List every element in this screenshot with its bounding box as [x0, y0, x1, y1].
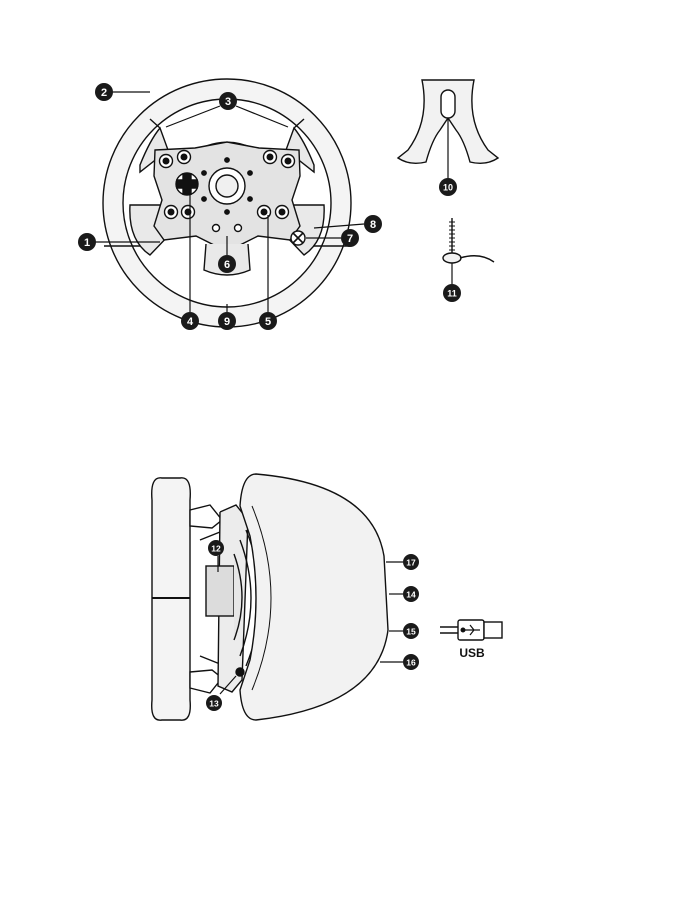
svg-text:11: 11: [447, 289, 457, 299]
svg-text:6: 6: [224, 259, 230, 271]
usb-label: USB: [459, 646, 485, 660]
svg-text:14: 14: [406, 590, 416, 600]
callout-14: 14: [403, 586, 419, 602]
callout-7: 7: [341, 229, 359, 247]
callout-1: 1: [78, 233, 96, 251]
wheel-side-view: [152, 474, 388, 720]
svg-text:4: 4: [187, 316, 194, 328]
callout-11: 11: [443, 284, 461, 302]
usb-connector-icon: [440, 620, 502, 640]
svg-text:2: 2: [101, 87, 107, 99]
svg-text:10: 10: [443, 183, 453, 193]
callout-16: 16: [403, 654, 419, 670]
svg-text:12: 12: [211, 544, 221, 554]
svg-text:8: 8: [370, 219, 376, 231]
svg-text:5: 5: [265, 316, 271, 328]
svg-text:15: 15: [406, 627, 416, 637]
callout-13: 13: [206, 695, 222, 711]
quick-release-hub: [206, 566, 234, 616]
callout-3: 3: [219, 92, 237, 110]
svg-text:3: 3: [225, 96, 231, 108]
svg-text:7: 7: [347, 233, 353, 245]
callout-8: 8: [364, 215, 382, 233]
callout-5: 5: [259, 312, 277, 330]
wheel-rim-side: [152, 478, 191, 720]
d-pad: [176, 173, 198, 195]
wheel-front-view: [103, 79, 351, 327]
base-body: [240, 474, 388, 720]
svg-text:13: 13: [209, 699, 219, 709]
clamp-screw: [443, 218, 494, 284]
table-clamp: [398, 80, 498, 178]
callout-17: 17: [403, 554, 419, 570]
callout-12: 12: [208, 540, 224, 556]
callout-9: 9: [218, 312, 236, 330]
svg-text:17: 17: [406, 558, 416, 568]
svg-text:1: 1: [84, 237, 90, 249]
callout-15: 15: [403, 623, 419, 639]
callout-10: 10: [439, 178, 457, 196]
callout-4: 4: [181, 312, 199, 330]
xbox-button: [291, 231, 305, 245]
svg-text:16: 16: [406, 658, 416, 668]
svg-text:9: 9: [224, 316, 230, 328]
callout-2: 2: [95, 83, 113, 101]
callout-6: 6: [218, 255, 236, 273]
